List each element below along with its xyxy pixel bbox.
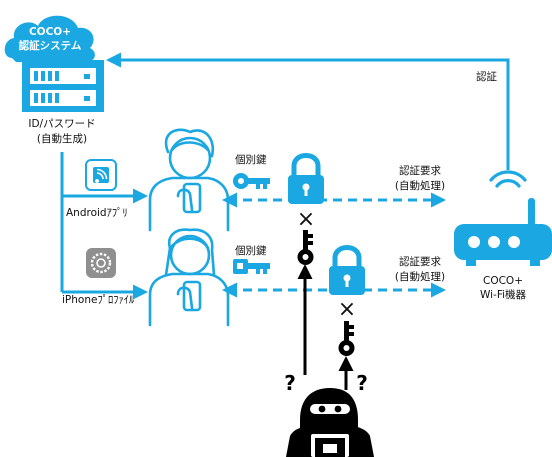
request-bottom-line1: 認証要求: [399, 255, 441, 268]
key-icon: [338, 321, 355, 356]
key-icon: [233, 173, 270, 189]
request-bottom-line2: (自動処理): [395, 270, 445, 283]
android-app-label: Androidｱﾌﾟﾘ: [66, 207, 128, 219]
settings-gear-icon: [86, 248, 116, 278]
key-icon: [297, 230, 314, 265]
connectors: [60, 52, 510, 390]
key-icon: [233, 259, 270, 274]
hacker-icon: [286, 388, 374, 457]
cloud-icon: [4, 15, 95, 62]
cross-mark-bottom: ×: [338, 297, 356, 322]
cloud-title-line2: 認証システム: [19, 39, 82, 52]
padlock-icon: [288, 153, 324, 204]
server-caption-line2: (自動生成): [37, 132, 87, 145]
person-smartphone-icon: [148, 128, 230, 232]
padlock-icon: [329, 245, 365, 295]
question-mark-left: ?: [284, 371, 296, 395]
request-top-line1: 認証要求: [399, 164, 441, 177]
router-label-line2: Wi-Fi機器: [480, 288, 527, 301]
server-caption-line1: ID/パスワード: [28, 118, 95, 130]
server-icon: [22, 60, 104, 112]
router-label-line1: COCO+: [483, 275, 523, 287]
wifi-router-icon: [454, 170, 552, 266]
android-key-label: 個別鍵: [235, 153, 267, 166]
iphone-key-label: 個別鍵: [235, 244, 267, 257]
iphone-app-label: iPhoneﾌﾟﾛﾌｧｲﾙ: [62, 294, 135, 306]
cross-mark-top: ×: [297, 207, 315, 232]
auth-label: 認証: [476, 70, 497, 83]
request-top-line2: (自動処理): [395, 179, 445, 192]
auth-connector: [106, 52, 510, 170]
cloud-title-line1: COCO+: [29, 26, 71, 38]
wifi-app-icon: [85, 159, 117, 191]
person-smartphone-icon: [148, 228, 230, 327]
question-mark-right: ?: [356, 371, 368, 395]
